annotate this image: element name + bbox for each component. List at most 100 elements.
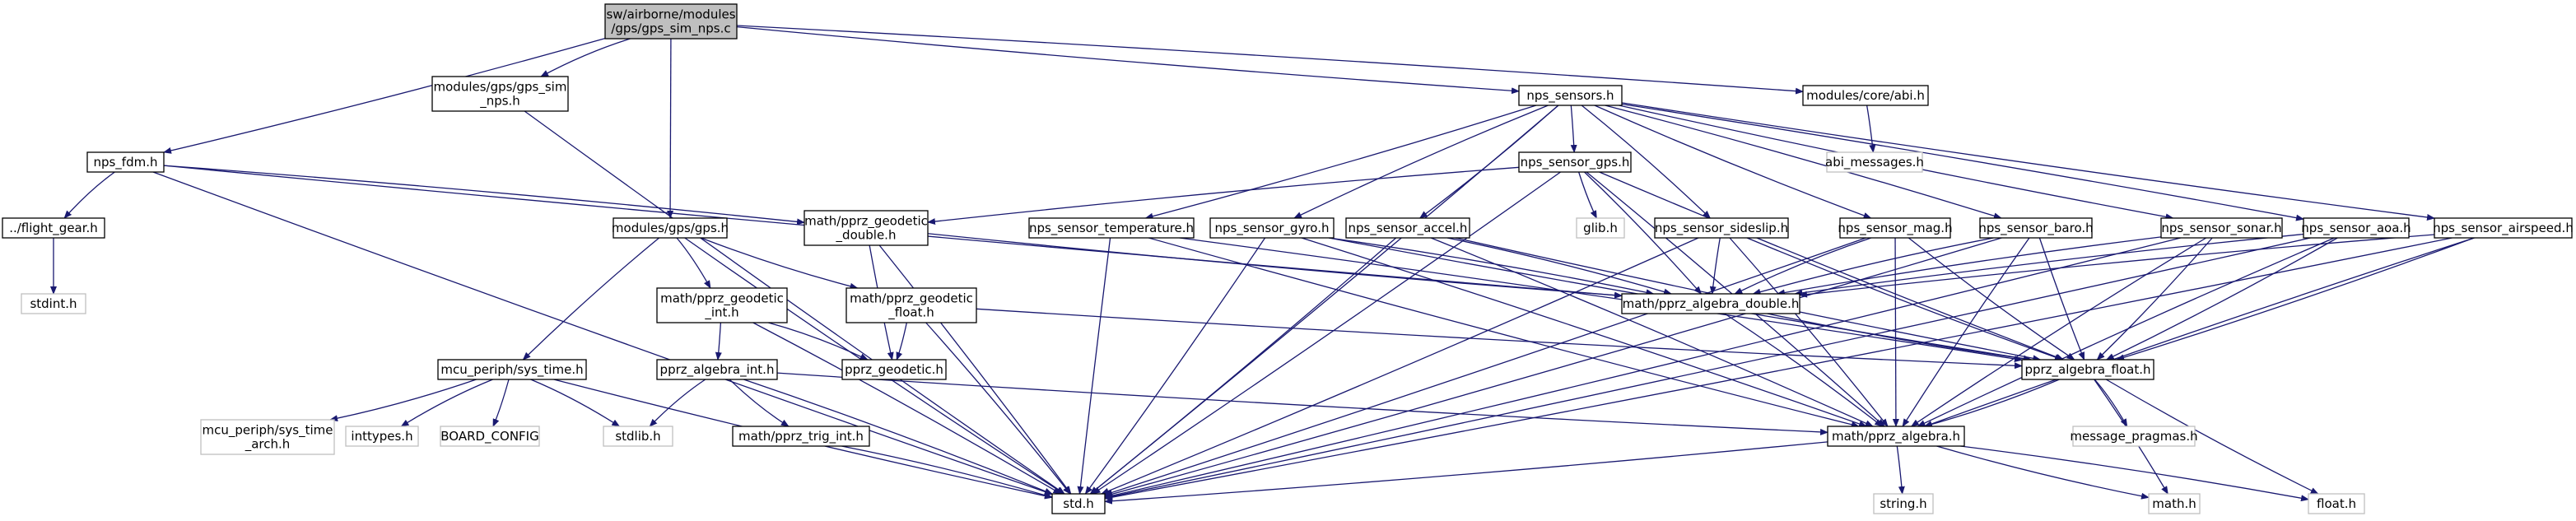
node-geodetic_int[interactable]: math/pprz_geodetic_int.h xyxy=(656,287,788,323)
node-algebra[interactable]: math/pprz_algebra.h xyxy=(1827,426,1965,447)
edge-sys_time-to-sys_time_arch xyxy=(329,379,477,422)
edge-gps_sim_nps_h-to-std xyxy=(524,110,1065,495)
node-label: sw/airborne/modules xyxy=(606,7,735,22)
edge-sensor_baro-to-algebra xyxy=(1902,237,2030,427)
node-gps_h[interactable]: modules/gps/gps.h xyxy=(612,217,729,239)
node-box xyxy=(2303,217,2410,239)
node-label: nps_sensor_gyro.h xyxy=(1215,221,1330,236)
edge-sensor_temperature-to-algebra_float xyxy=(1179,237,2023,362)
node-label: _arch.h xyxy=(245,437,291,453)
node-label: ../flight_gear.h xyxy=(9,221,98,236)
edge-nps_sensors-to-sensor_accel xyxy=(1418,105,1559,219)
node-algebra_double[interactable]: math/pprz_algebra_double.h xyxy=(1621,293,1800,314)
node-sensor_accel[interactable]: nps_sensor_accel.h xyxy=(1345,217,1470,239)
node-box xyxy=(1802,85,1929,106)
node-label: _nps.h xyxy=(479,94,520,109)
node-box xyxy=(613,217,728,239)
node-flight_gear[interactable]: ../flight_gear.h xyxy=(2,217,105,239)
node-abi_messages: abi_messages.h xyxy=(1825,151,1924,173)
edge-sensor_gps-to-glib xyxy=(1578,171,1597,219)
node-sensor_temperature[interactable]: nps_sensor_temperature.h xyxy=(1028,217,1195,239)
node-label: nps_sensor_sideslip.h xyxy=(1655,221,1788,236)
node-label: nps_sensor_airspeed.h xyxy=(2433,221,2574,236)
node-box xyxy=(1518,151,1632,173)
edge-sensor_temperature-to-algebra xyxy=(1148,237,1860,428)
edge-sensor_sonar-to-std xyxy=(1104,237,2181,500)
node-box xyxy=(1345,217,1470,239)
node-sys_time[interactable]: mcu_periph/sys_time.h xyxy=(437,359,587,380)
edge-sensor_airspeed-to-algebra_float xyxy=(2116,237,2475,361)
node-box xyxy=(656,359,778,380)
node-label: float.h xyxy=(2317,496,2356,511)
edge-sensor_sonar-to-algebra xyxy=(1910,237,2207,427)
node-label: message_pragmas.h xyxy=(2070,429,2197,444)
edge-algebra_int-to-std xyxy=(743,379,1053,495)
edge-gps_sim_nps-to-abi xyxy=(736,25,1804,95)
edge-nps_fdm-to-geodetic_double xyxy=(163,165,805,226)
edge-sensor_aoa-to-algebra_double xyxy=(1794,233,2304,296)
node-sensor_sonar[interactable]: nps_sensor_sonar.h xyxy=(2160,217,2283,239)
node-label: math/pprz_algebra_double.h xyxy=(1623,296,1800,312)
nodes-layer: sw/airborne/modules/gps/gps_sim_nps.cmod… xyxy=(2,3,2574,514)
node-gps_sim_nps_h[interactable]: modules/gps/gps_sim_nps.h xyxy=(431,76,569,112)
edge-geodetic_int-to-geodetic xyxy=(768,322,869,361)
node-geodetic_double[interactable]: math/pprz_geodetic_double.h xyxy=(804,210,929,246)
node-box xyxy=(1827,426,1965,447)
node-label: math/pprz_algebra.h xyxy=(1832,429,1960,444)
node-label: math/pprz_geodetic xyxy=(850,291,973,307)
edge-algebra_float-to-float xyxy=(2105,379,2319,495)
node-sensor_gyro[interactable]: nps_sensor_gyro.h xyxy=(1209,217,1335,239)
node-sensor_airspeed[interactable]: nps_sensor_airspeed.h xyxy=(2433,217,2574,239)
node-label: nps_sensors.h xyxy=(1526,88,1614,104)
node-sensor_baro[interactable]: nps_sensor_baro.h xyxy=(1978,217,2094,239)
node-label: mcu_periph/sys_time xyxy=(203,423,333,439)
edge-algebra_float-to-message_pragmas xyxy=(2094,379,2128,427)
node-trig_int[interactable]: math/pprz_trig_int.h xyxy=(732,426,870,447)
node-geodetic_float[interactable]: math/pprz_geodetic_float.h xyxy=(845,287,977,323)
node-float: float.h xyxy=(2308,493,2365,514)
node-label: nps_sensor_sonar.h xyxy=(2161,221,2281,236)
node-abi[interactable]: modules/core/abi.h xyxy=(1802,85,1929,106)
edge-trig_int-to-std xyxy=(841,445,1053,499)
edge-sensor_gyro-to-std xyxy=(1084,237,1266,495)
node-std[interactable]: std.h xyxy=(1051,493,1106,514)
node-box xyxy=(1576,217,1625,239)
node-box xyxy=(603,426,673,447)
edge-sensor_mag-to-algebra_float xyxy=(1908,237,2075,361)
edge-sensor_accel-to-std xyxy=(1089,237,1397,495)
node-box xyxy=(2,217,105,239)
node-label: modules/gps/gps_sim xyxy=(434,80,567,95)
node-label: abi_messages.h xyxy=(1825,155,1924,170)
node-label: math.h xyxy=(2152,496,2196,511)
edge-sensor_temperature-to-std xyxy=(1077,237,1111,495)
edge-geodetic_double-to-algebra_double xyxy=(927,233,1623,299)
edge-nps_sensors-to-sensor_sideslip xyxy=(1581,105,1712,219)
edge-algebra-to-std xyxy=(1104,441,1828,505)
edge-algebra_int-to-trig_int xyxy=(729,379,790,427)
node-gps_sim_nps[interactable]: sw/airborne/modules/gps/gps_sim_nps.c xyxy=(604,3,738,40)
node-nps_fdm[interactable]: nps_fdm.h xyxy=(86,151,165,173)
node-label: mcu_periph/sys_time.h xyxy=(440,362,583,378)
edge-nps_sensors-to-sensor_aoa xyxy=(1621,103,2304,221)
node-box xyxy=(2072,426,2196,447)
node-box xyxy=(21,293,86,314)
node-sensor_aoa[interactable]: nps_sensor_aoa.h xyxy=(2301,217,2411,239)
node-box xyxy=(1826,151,1923,173)
edge-sensor_sideslip-to-algebra_float xyxy=(1746,237,2063,361)
edge-sensor_gyro-to-algebra_double xyxy=(1329,237,1655,296)
node-sensor_sideslip[interactable]: nps_sensor_sideslip.h xyxy=(1654,217,1789,239)
edge-nps_sensors-to-sensor_airspeed xyxy=(1621,102,2435,221)
edge-nps_fdm-to-std xyxy=(152,171,1053,495)
node-sensor_mag[interactable]: nps_sensor_mag.h xyxy=(1838,217,1953,239)
edge-sensor_aoa-to-algebra_float xyxy=(2105,237,2338,361)
edge-sensor_sideslip-to-algebra_double xyxy=(1709,237,1721,295)
node-label: nps_fdm.h xyxy=(93,155,157,170)
node-algebra_int[interactable]: pprz_algebra_int.h xyxy=(656,359,778,380)
node-geodetic[interactable]: pprz_geodetic.h xyxy=(841,359,947,380)
node-algebra_float[interactable]: pprz_algebra_float.h xyxy=(2021,359,2154,380)
node-nps_sensors[interactable]: nps_sensors.h xyxy=(1518,85,1623,106)
edge-sensor_gps-to-algebra_double xyxy=(1584,171,1703,295)
node-sensor_gps[interactable]: nps_sensor_gps.h xyxy=(1518,151,1632,173)
edge-algebra_double-to-algebra xyxy=(1724,313,1884,427)
